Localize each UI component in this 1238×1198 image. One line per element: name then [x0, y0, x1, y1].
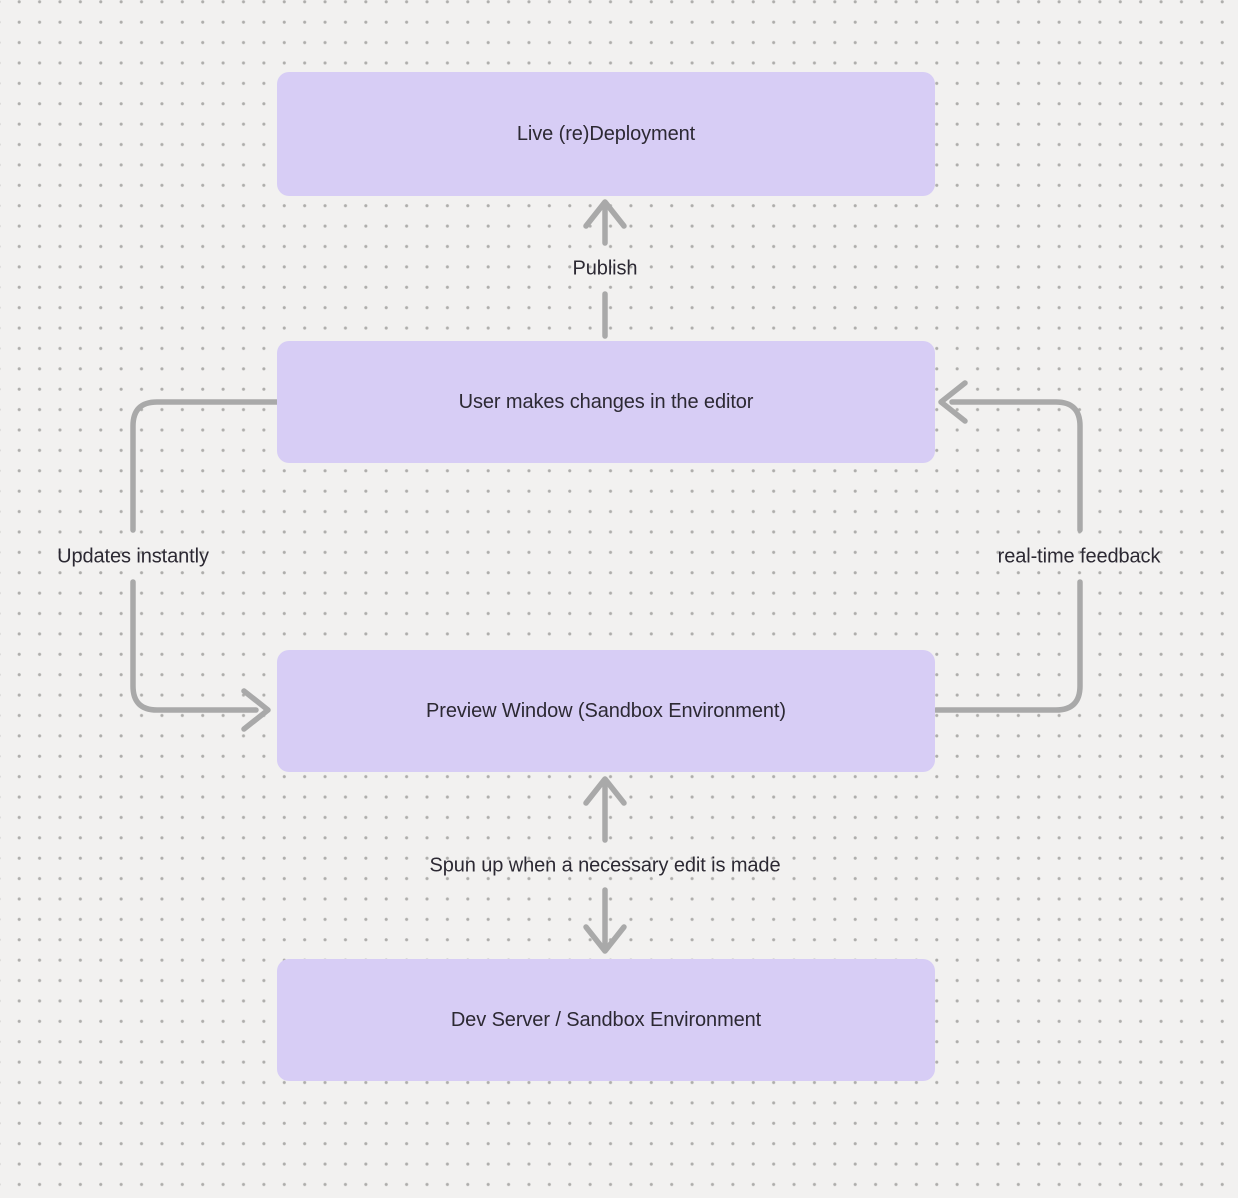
edge-label-real-time-feedback: real-time feedback [997, 545, 1161, 568]
node-preview-window[interactable]: Preview Window (Sandbox Environment) [277, 650, 935, 772]
edge-spun-up-arrowhead-down [583, 924, 627, 954]
edge-real-time-feedback-line-upper [949, 399, 1083, 533]
edge-label-publish: Publish [572, 257, 638, 280]
edge-updates-instantly-line-lower [130, 579, 259, 713]
edge-publish-arrowhead [583, 199, 627, 229]
edge-label-updates-instantly: Updates instantly [57, 545, 209, 568]
node-dev-server-label: Dev Server / Sandbox Environment [450, 1008, 762, 1031]
edge-real-time-feedback-line-lower [933, 579, 1083, 713]
edge-updates-instantly-line-upper [130, 399, 280, 533]
node-user-changes-label: User makes changes in the editor [458, 390, 754, 413]
node-live-redeployment-label: Live (re)Deployment [516, 122, 696, 145]
node-user-changes[interactable]: User makes changes in the editor [277, 341, 935, 463]
node-live-redeployment[interactable]: Live (re)Deployment [277, 72, 935, 196]
node-preview-window-label: Preview Window (Sandbox Environment) [426, 699, 786, 722]
edge-updates-instantly-arrowhead [241, 688, 271, 732]
edge-label-spun-up: Spun up when a necessary edit is made [429, 854, 781, 877]
node-dev-server[interactable]: Dev Server / Sandbox Environment [277, 959, 935, 1081]
edge-spun-up-arrowhead-up [583, 776, 627, 806]
edge-real-time-feedback-arrowhead [938, 380, 968, 424]
